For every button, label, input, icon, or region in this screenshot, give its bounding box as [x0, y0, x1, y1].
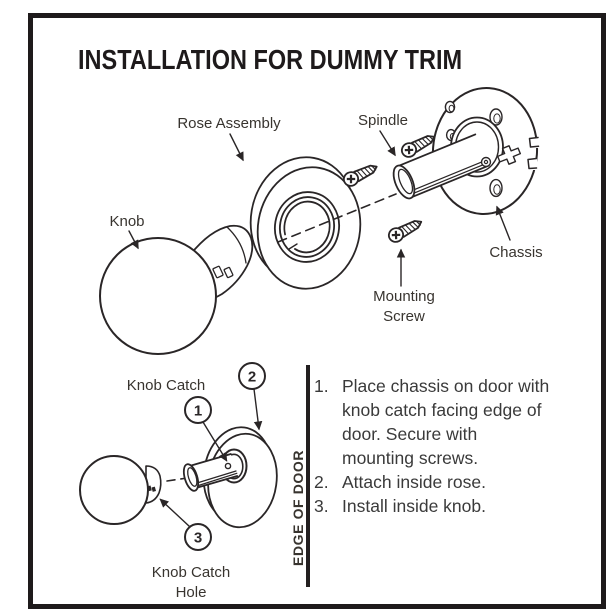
label-knob-catch-hole-line2: Hole	[176, 584, 207, 601]
lower-assembled-diagram	[79, 362, 310, 587]
arrow-to-rose-assembly	[229, 133, 244, 162]
instruction-text: Install inside knob.	[342, 496, 486, 516]
instruction-step-3: 3. Install inside knob.	[314, 494, 592, 518]
label-edge-of-door: EDGE OF DOOR	[290, 450, 306, 566]
instruction-number: 1.	[314, 376, 329, 396]
arrow-from-callout-3	[159, 498, 191, 528]
page-border	[28, 13, 606, 609]
callout-circle-2	[238, 362, 266, 390]
instruction-text: Place chassis on door with knob catch fa…	[342, 376, 550, 468]
label-knob-catch-hole-line1: Knob Catch	[152, 564, 230, 581]
instruction-number: 3.	[314, 496, 329, 516]
label-rose-assembly: Rose Assembly	[177, 115, 281, 132]
callout-number-3: 3	[194, 530, 202, 547]
page-title: INSTALLATION FOR DUMMY TRIM	[78, 44, 463, 75]
instruction-step-2: 2. Attach inside rose.	[314, 470, 592, 494]
arrow-from-callout-1	[202, 421, 228, 462]
callout-number-2: 2	[248, 369, 256, 386]
instruction-text: Attach inside rose.	[342, 472, 486, 492]
leader-arrows-lower	[159, 388, 263, 528]
label-mounting-screw-line1: Mounting	[373, 288, 435, 305]
label-chassis: Chassis	[489, 244, 542, 261]
mounting-screw-icon	[385, 215, 426, 246]
rose-assembly-drawing	[249, 156, 362, 290]
arrow-from-callout-2	[253, 388, 263, 431]
spindle-drawing	[392, 133, 492, 200]
chassis-drawing	[431, 87, 540, 215]
inside-knob-drawing	[79, 455, 149, 525]
label-spindle: Spindle	[358, 112, 408, 129]
label-knob: Knob	[109, 213, 144, 230]
callout-number-1: 1	[194, 403, 202, 420]
arrow-to-knob	[128, 230, 139, 250]
instruction-step-1: 1. Place chassis on door with knob catch…	[314, 374, 592, 470]
knob-catch-hole-detail	[151, 486, 157, 492]
label-mounting-screw-line2: Screw	[383, 308, 425, 325]
callout-circle-1	[184, 396, 212, 424]
inside-knob-shank-drawing	[145, 465, 162, 504]
instruction-number: 2.	[314, 472, 329, 492]
leader-arrows-upper	[128, 130, 511, 287]
arrow-to-spindle	[379, 130, 396, 157]
callout-circle-3	[184, 523, 212, 551]
upper-exploded-diagram	[99, 87, 540, 355]
knob-drawing	[99, 237, 217, 355]
screw-icon	[340, 159, 381, 190]
callouts	[184, 362, 266, 551]
instructions-list: 1. Place chassis on door with knob catch…	[314, 374, 592, 518]
edge-of-door-line	[306, 365, 310, 587]
knob-catch-detail	[224, 462, 232, 470]
axis-dash	[166, 477, 185, 482]
label-knob-catch: Knob Catch	[127, 377, 205, 394]
arrow-to-chassis	[495, 205, 511, 241]
